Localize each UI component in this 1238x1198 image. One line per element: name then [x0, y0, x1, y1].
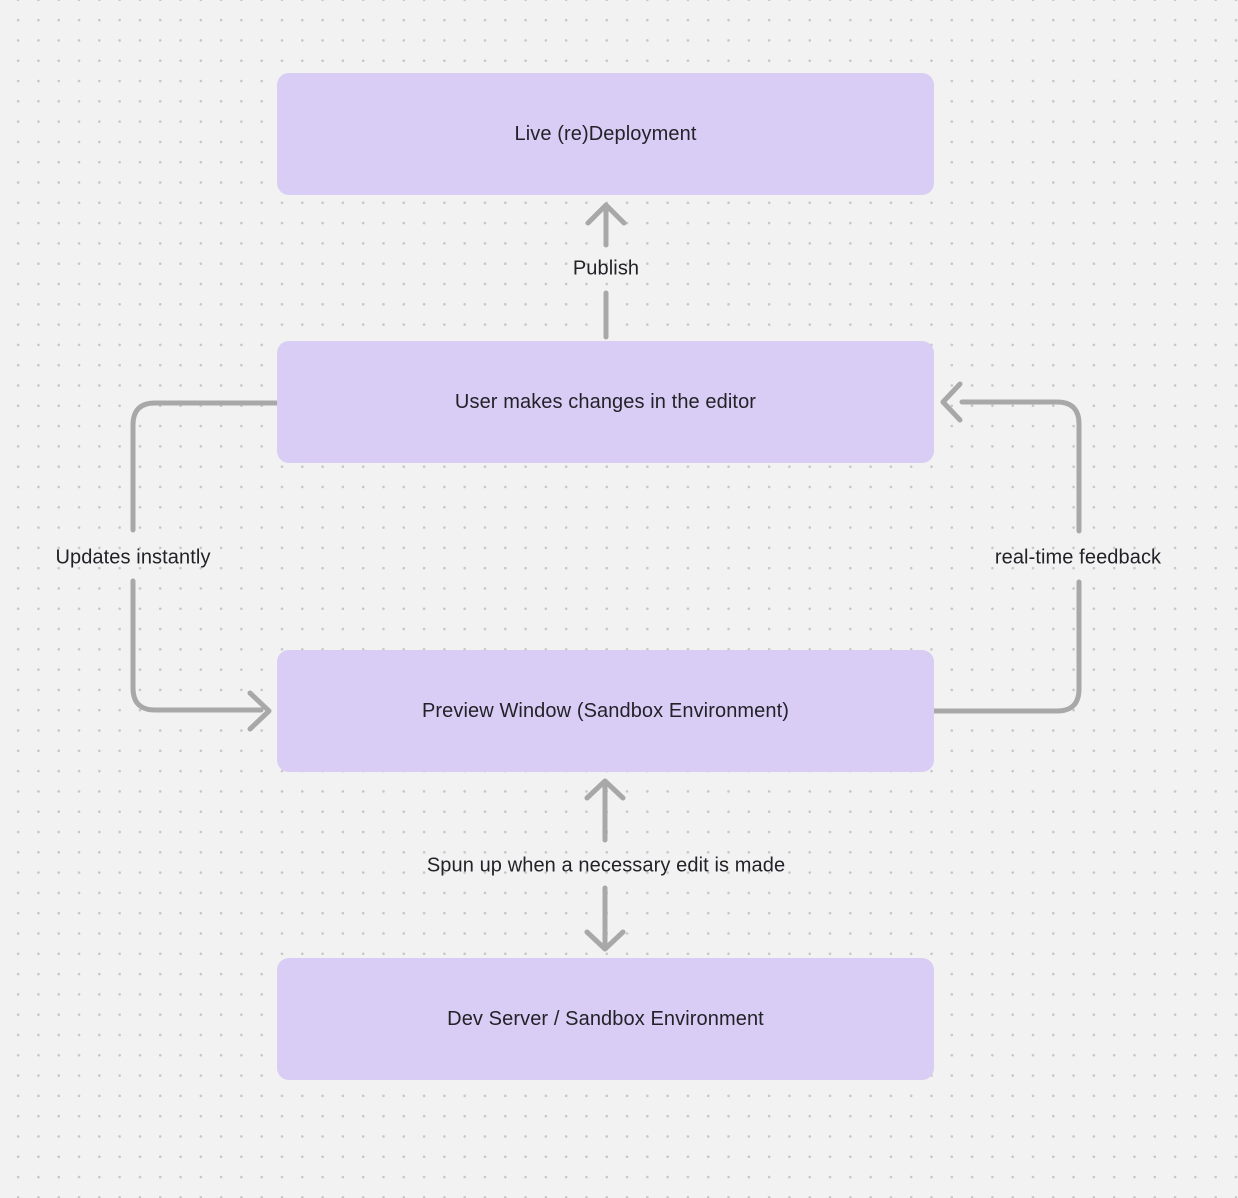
edge-label-updates-instantly[interactable]: Updates instantly: [55, 546, 211, 569]
edge-label-realtime-feedback[interactable]: real-time feedback: [994, 546, 1162, 569]
node-live-redeployment[interactable]: Live (re)Deployment: [277, 73, 934, 195]
edge-spun-up-arrow[interactable]: [584, 778, 626, 952]
node-editor-changes[interactable]: User makes changes in the editor: [277, 341, 934, 463]
edge-label-publish[interactable]: Publish: [572, 257, 640, 280]
node-dev-server[interactable]: Dev Server / Sandbox Environment: [277, 958, 934, 1080]
edge-realtime-feedback-arrow[interactable]: [931, 381, 1082, 714]
node-editor-changes-label: User makes changes in the editor: [454, 390, 757, 413]
node-live-redeployment-label: Live (re)Deployment: [514, 122, 697, 145]
edge-publish-arrow[interactable]: [585, 202, 627, 340]
node-dev-server-label: Dev Server / Sandbox Environment: [447, 1007, 764, 1030]
edge-updates-instantly-arrow[interactable]: [130, 400, 280, 732]
node-preview-window-label: Preview Window (Sandbox Environment): [421, 699, 790, 722]
node-preview-window[interactable]: Preview Window (Sandbox Environment): [277, 650, 934, 772]
edge-label-spun-up[interactable]: Spun up when a necessary edit is made: [426, 854, 786, 877]
